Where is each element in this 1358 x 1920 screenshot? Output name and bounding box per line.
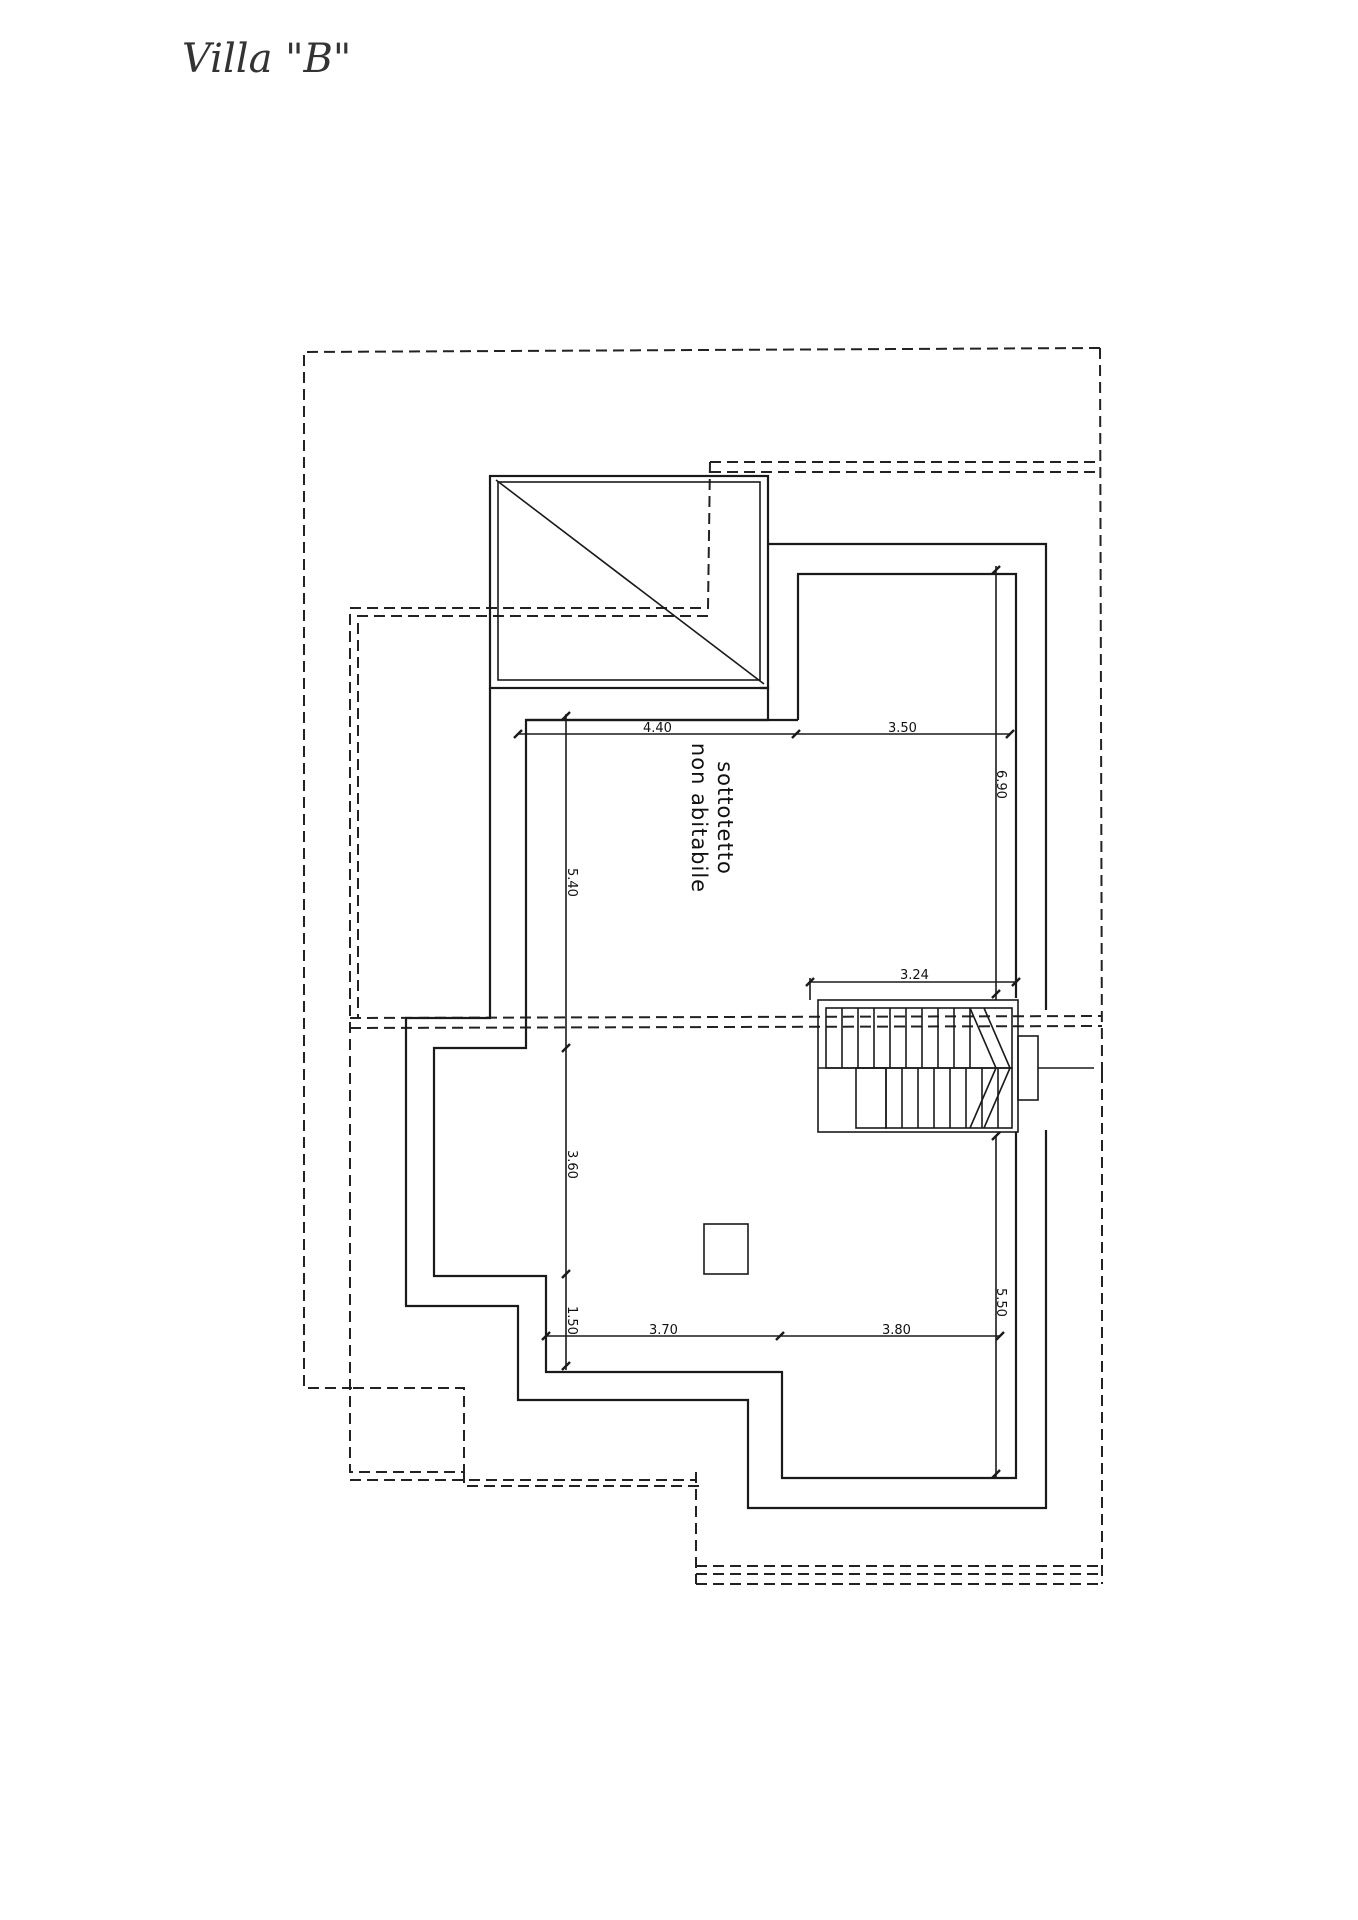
dim-right-upper: 6.90 xyxy=(993,770,1008,799)
dim-left-middle: 3.60 xyxy=(564,1150,579,1179)
dashed-outline xyxy=(303,347,1103,1585)
room-label-line1: sottotetto xyxy=(713,761,737,875)
skylight xyxy=(703,1223,749,1275)
inner-wall xyxy=(432,572,1018,1480)
stair-treads xyxy=(841,1008,999,1128)
room-label: sottotetto non abitabile xyxy=(687,743,737,893)
dim-left-lower: 1.50 xyxy=(564,1306,579,1335)
handwritten-title: Villa "B" xyxy=(182,36,351,82)
room-label-line2: non abitabile xyxy=(687,743,711,893)
outer-wall xyxy=(404,542,1048,1510)
dim-bottom-right: 3.80 xyxy=(882,1323,911,1338)
dim-stair-width: 3.24 xyxy=(900,968,929,983)
dim-top-right: 3.50 xyxy=(888,721,917,736)
staircase xyxy=(817,999,1094,1133)
dim-bottom-left: 3.70 xyxy=(649,1323,678,1338)
dimension-lines xyxy=(513,565,1021,1479)
dim-left-upper: 5.40 xyxy=(564,868,579,897)
dim-top-left: 4.40 xyxy=(643,721,672,736)
chimney-box xyxy=(488,474,770,690)
dim-right-lower: 5.50 xyxy=(993,1288,1008,1317)
